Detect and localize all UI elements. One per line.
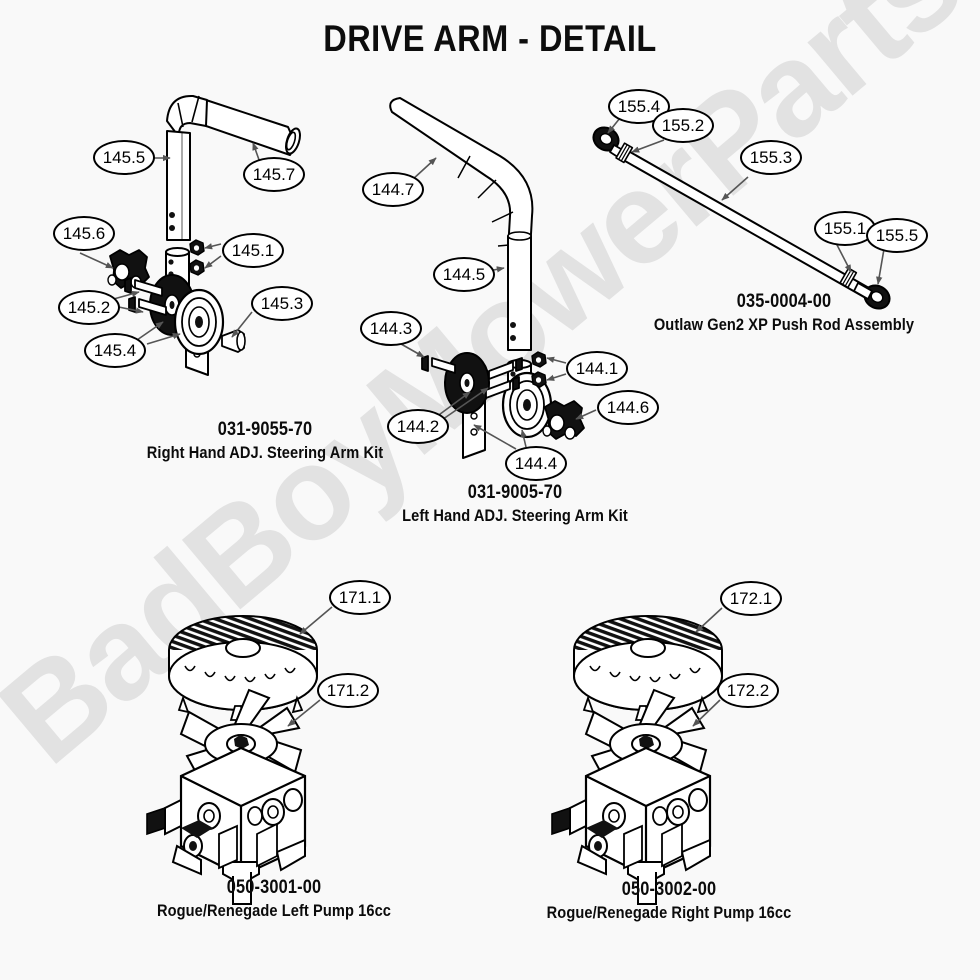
callout-145-4[interactable]: 145.4 <box>84 333 146 368</box>
right-pump-artwork <box>550 614 724 906</box>
part-number-050-3001-00: 050-3001-00 <box>226 877 322 898</box>
push-rod-assembly-artwork <box>592 117 891 310</box>
callout-171-1[interactable]: 171.1 <box>329 580 391 615</box>
right-hand-steering-arm-artwork <box>79 94 301 376</box>
caption-left-hand-steering-arm: 031-9005-70 Left Hand ADJ. Steering Arm … <box>356 481 674 527</box>
callout-144-2[interactable]: 144.2 <box>387 409 449 444</box>
callout-144-4[interactable]: 144.4 <box>505 446 567 481</box>
caption-push-rod-assembly: 035-0004-00 Outlaw Gen2 XP Push Rod Asse… <box>615 290 952 336</box>
callout-172-2[interactable]: 172.2 <box>717 673 779 708</box>
caption-right-hand-steering-arm: 031-9055-70 Right Hand ADJ. Steering Arm… <box>93 418 437 464</box>
caption-right-pump: 050-3002-00 Rogue/Renegade Right Pump 16… <box>505 878 834 924</box>
callout-145-1[interactable]: 145.1 <box>222 233 284 268</box>
callout-145-2[interactable]: 145.2 <box>58 290 120 325</box>
callout-144-6[interactable]: 144.6 <box>597 390 659 425</box>
callout-144-3[interactable]: 144.3 <box>360 311 422 346</box>
callout-145-5[interactable]: 145.5 <box>93 140 155 175</box>
callout-171-2[interactable]: 171.2 <box>317 673 379 708</box>
callout-172-1[interactable]: 172.1 <box>720 581 782 616</box>
callout-145-7[interactable]: 145.7 <box>243 157 305 192</box>
callout-144-1[interactable]: 144.1 <box>566 351 628 386</box>
part-desc-031-9055-70: Right Hand ADJ. Steering Arm Kit <box>146 443 384 463</box>
part-number-050-3002-00: 050-3002-00 <box>621 879 717 900</box>
callout-145-6[interactable]: 145.6 <box>53 216 115 251</box>
callout-155-5[interactable]: 155.5 <box>866 218 928 253</box>
left-hand-steering-arm-artwork <box>389 97 597 459</box>
callout-155-2[interactable]: 155.2 <box>652 108 714 143</box>
callout-155-3[interactable]: 155.3 <box>740 140 802 175</box>
callout-145-3[interactable]: 145.3 <box>251 286 313 321</box>
callout-144-7[interactable]: 144.7 <box>362 172 424 207</box>
part-number-031-9055-70: 031-9055-70 <box>217 419 313 440</box>
part-desc-031-9005-70: Left Hand ADJ. Steering Arm Kit <box>402 506 628 526</box>
callout-144-5[interactable]: 144.5 <box>433 257 495 292</box>
page-title: DRIVE ARM - DETAIL <box>323 18 657 59</box>
part-desc-050-3001-00: Rogue/Renegade Left Pump 16cc <box>156 901 392 921</box>
part-number-031-9005-70: 031-9005-70 <box>467 482 563 503</box>
caption-left-pump: 050-3001-00 Rogue/Renegade Left Pump 16c… <box>110 876 439 922</box>
part-desc-035-0004-00: Outlaw Gen2 XP Push Rod Assembly <box>653 315 915 335</box>
left-pump-artwork <box>145 614 319 906</box>
part-desc-050-3002-00: Rogue/Renegade Right Pump 16cc <box>546 903 792 923</box>
part-number-035-0004-00: 035-0004-00 <box>736 291 832 312</box>
